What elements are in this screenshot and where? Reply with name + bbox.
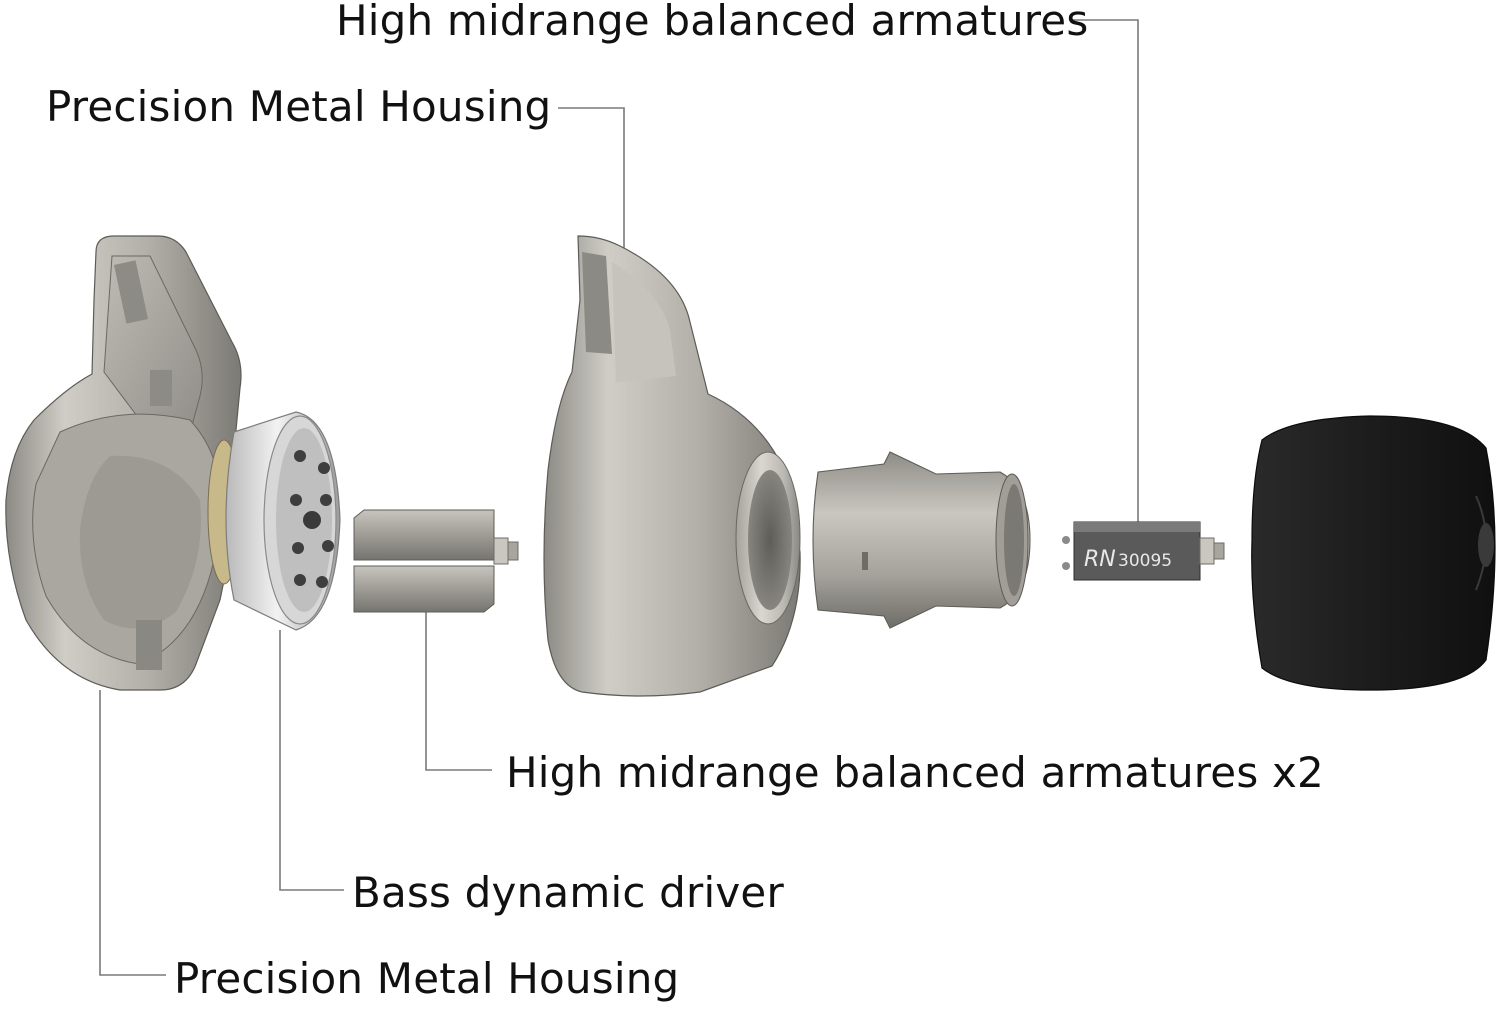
label-high-midrange-armatures-x2: High midrange balanced armatures x2	[506, 748, 1324, 797]
leader-line-top-right	[1072, 19, 1139, 530]
single-balanced-armature-part: RN 30095	[1062, 521, 1225, 581]
label-bass-dynamic-driver: Bass dynamic driver	[352, 868, 784, 917]
label-high-midrange-armatures: High midrange balanced armatures	[336, 0, 1089, 45]
leader-line-bottom	[99, 690, 166, 976]
eartip-part	[1251, 415, 1496, 691]
label-precision-metal-housing-bottom: Precision Metal Housing	[174, 954, 680, 1003]
back-housing-part	[5, 235, 242, 691]
bass-dynamic-driver-part	[207, 411, 341, 631]
sound-tube-part	[812, 451, 1031, 629]
front-housing-part	[543, 235, 801, 697]
label-precision-metal-housing-top: Precision Metal Housing	[46, 82, 552, 131]
dual-balanced-armature-part	[353, 509, 519, 613]
armature-logo-text: RN	[1084, 547, 1116, 572]
armature-code-text: 30095	[1118, 551, 1172, 571]
leader-line-bass	[279, 630, 344, 891]
leader-line-top-left	[558, 107, 625, 280]
leader-line-armature-x2	[425, 612, 492, 771]
